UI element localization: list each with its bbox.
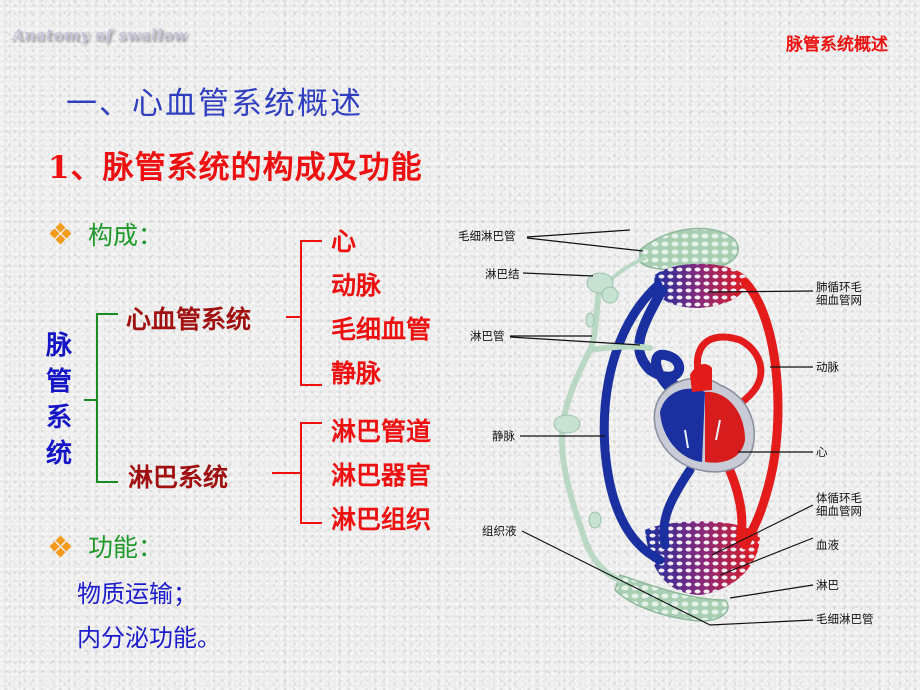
function-label: 功能： [88,533,164,562]
red-bracket-2-top [300,422,322,424]
item-capillary: 毛细血管 [331,315,432,344]
red-bracket-2-stem [272,472,302,474]
label-heart: 心 [816,445,828,459]
corner-title: 脉管系统概述 [786,35,888,55]
cardiovascular-items: 心 动脉 毛细血管 静脉 [331,220,431,396]
label-pulmonary-capillary-net: 肺循环毛 细血管网 [816,280,862,307]
green-bracket-top [96,313,118,315]
heart-illustration [653,364,755,473]
lymph-capillary-net-top [639,227,739,271]
label-lymph-capillary-bottom: 毛细淋巴管 [816,612,874,626]
red-bracket-1-top [300,240,322,242]
sub-title-number: 1、 [48,150,103,186]
item-lymph-tissue: 淋巴组织 [331,505,432,534]
label-lymph-node: 淋巴结 [485,267,520,281]
label-artery: 动脉 [816,360,839,374]
root-char: 系 [45,403,72,433]
branch-lymphatic: 淋巴系统 [128,463,229,492]
item-artery: 动脉 [331,271,382,300]
green-bracket-stem [84,399,97,401]
composition-label: 构成： [88,221,164,250]
lymphatic-items: 淋巴管道 淋巴器官 淋巴组织 [331,410,431,542]
label-vein: 静脉 [492,429,515,443]
green-bracket-spine [96,313,98,483]
item-lymph-vessel: 淋巴管道 [331,417,432,446]
root-char: 管 [45,367,72,397]
sub-title: 1、脉管系统的构成及功能 [48,142,423,187]
section-title: 一、心血管系统概述 [66,86,363,122]
green-bracket-bottom [96,481,118,483]
lymph-capillary-net-bottom [614,574,729,622]
pulmonary-capillary-net [654,263,747,308]
watermark-logo: Anatomy of swallow [12,26,188,44]
root-label-vertical: 脉 管 系 统 [44,328,74,472]
item-vein: 静脉 [331,359,382,388]
root-char: 统 [45,439,72,469]
label-systemic-capillary-net: 体循环毛 细血管网 [816,491,862,518]
label-lymph-capillary: 毛细淋巴管 [458,229,516,243]
label-tissue-fluid: 组织液 [482,524,517,538]
label-lymph-vessel: 淋巴管 [470,329,505,343]
systemic-capillary-net [645,521,760,595]
root-char: 脉 [45,331,72,361]
item-lymph-organ: 淋巴器官 [331,461,432,490]
red-bracket-1-spine [300,240,302,386]
function-item-transport: 物质运输； [77,580,197,608]
red-bracket-2-spine [300,422,302,524]
function-item-endocrine: 内分泌功能。 [77,624,221,652]
lymph-nodes [553,272,619,529]
sub-title-text: 脉管系统的构成及功能 [102,150,423,186]
label-lymph: 淋巴 [816,578,839,592]
branch-cardiovascular: 心血管系统 [126,305,252,334]
item-heart: 心 [331,227,357,256]
red-bracket-1-bottom [300,384,322,386]
red-bracket-2-bottom [300,522,322,524]
label-blood: 血液 [816,538,839,552]
red-bracket-1-stem [286,316,301,318]
leader-lines [509,229,814,626]
